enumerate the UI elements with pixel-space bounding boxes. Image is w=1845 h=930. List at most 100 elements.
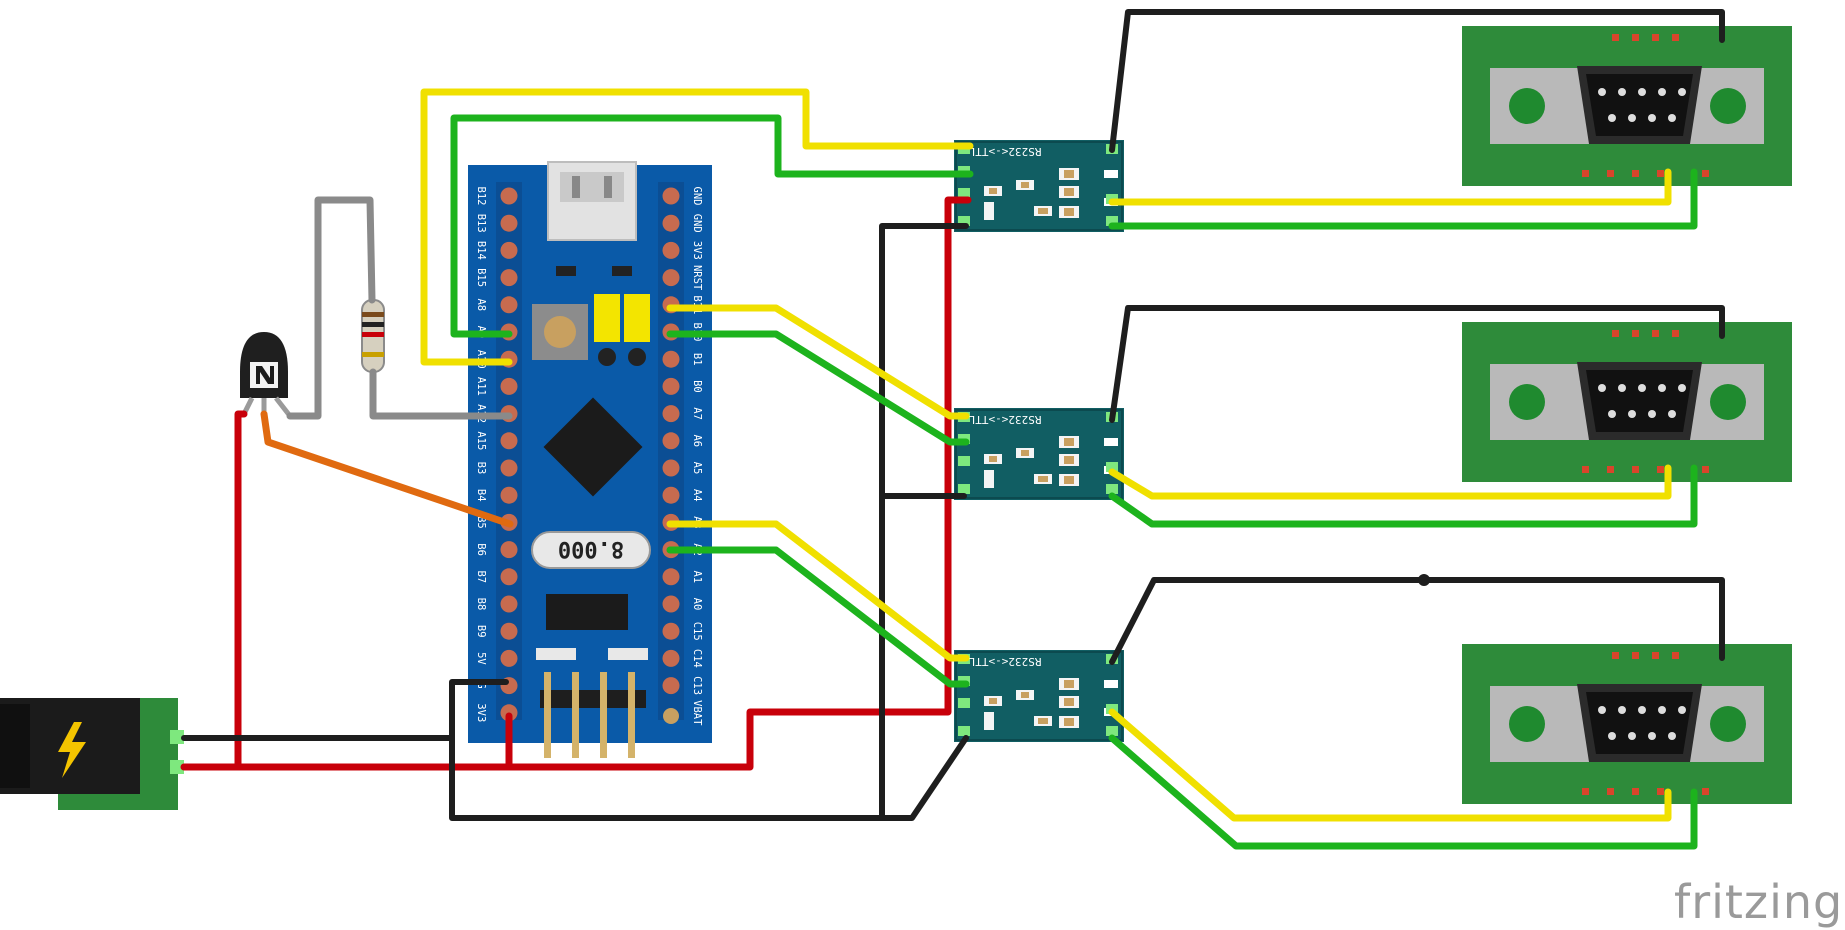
pin-left-label-14: B7 bbox=[475, 570, 487, 583]
power-jack-lightning-icon bbox=[58, 722, 86, 778]
wire-gray-resistor bbox=[286, 196, 376, 420]
wire-green-a2 bbox=[666, 546, 970, 688]
pin-left-label-7: A11 bbox=[475, 377, 487, 396]
pin-right-label-15: A0 bbox=[691, 598, 703, 611]
pin-left-dot-0 bbox=[500, 187, 518, 205]
pin-right-dot-11 bbox=[662, 486, 680, 504]
pin-right-label-7: B0 bbox=[691, 380, 703, 393]
pin-left-label-12: B5 bbox=[475, 516, 487, 529]
wire-red-power bbox=[180, 196, 972, 771]
wire-yellow-db9-1 bbox=[1108, 168, 1672, 206]
rs232-module-3: RS232<->TTL bbox=[953, 649, 1125, 743]
npn-transistor-icon bbox=[240, 332, 292, 418]
pin-right-label-14: A1 bbox=[691, 570, 703, 583]
wire-yellow-db9-2 bbox=[1108, 464, 1672, 500]
pin-left-label-2: B14 bbox=[475, 241, 487, 260]
pin-right-dot-7 bbox=[662, 377, 680, 395]
pin-right-label-6: B1 bbox=[691, 353, 703, 366]
db9-connector-2 bbox=[1462, 322, 1792, 482]
pin-right-label-1: GND bbox=[691, 214, 703, 233]
wire-black-ground bbox=[449, 735, 969, 821]
pin-left-label-3: B15 bbox=[475, 268, 487, 287]
wire-yellow-a3 bbox=[666, 520, 970, 662]
pin-left-dot-15 bbox=[500, 595, 518, 613]
wire-green-db9-2 bbox=[1108, 464, 1698, 528]
pin-left-dot-16 bbox=[500, 622, 518, 640]
rs232-module-1: RS232<->TTL bbox=[953, 139, 1125, 233]
pin-left-label-19: 3V3 bbox=[475, 703, 487, 722]
mcu-chip bbox=[543, 397, 643, 497]
pin-right-dot-6 bbox=[662, 350, 680, 368]
pin-right-dot-8 bbox=[662, 405, 680, 423]
pin-left-label-4: A8 bbox=[475, 298, 487, 311]
pin-left-dot-1 bbox=[500, 214, 518, 232]
wire-yellow-a10 bbox=[420, 88, 974, 366]
pin-right-dot-10 bbox=[662, 459, 680, 477]
pin-right-dot-15 bbox=[662, 595, 680, 613]
pin-right-label-10: A5 bbox=[691, 462, 703, 475]
pin-right-dot-1 bbox=[662, 214, 680, 232]
wire-yellow-b11 bbox=[666, 304, 970, 420]
pin-left-dot-2 bbox=[500, 241, 518, 259]
pin-right-label-9: A6 bbox=[691, 434, 703, 447]
pin-right-dot-17 bbox=[662, 649, 680, 667]
db9-connector-1 bbox=[1462, 26, 1792, 186]
pin-left-dot-9 bbox=[500, 432, 518, 450]
fritzing-watermark: fritzing bbox=[1674, 875, 1843, 929]
crystal: 8.000 bbox=[531, 531, 651, 569]
db9-connector-3 bbox=[1462, 644, 1792, 804]
reset-button-icon bbox=[532, 304, 588, 360]
wire-black-db9-3 bbox=[1109, 577, 1725, 665]
pin-left-dot-11 bbox=[500, 486, 518, 504]
pin-left-dot-7 bbox=[500, 377, 518, 395]
pin-left-dot-13 bbox=[500, 541, 518, 559]
pin-right-label-3: NRST bbox=[691, 265, 703, 291]
pin-left-label-1: B13 bbox=[475, 214, 487, 233]
pin-left-label-17: 5V bbox=[475, 652, 487, 665]
pin-left-dot-4 bbox=[500, 296, 518, 314]
pin-right-label-0: GND bbox=[691, 187, 703, 206]
wire-black-module-ground bbox=[879, 223, 969, 821]
pin-right-label-8: A7 bbox=[691, 407, 703, 420]
boot-jumpers bbox=[594, 294, 650, 366]
wire-yellow-db9-3 bbox=[1108, 708, 1672, 822]
wire-black-db9-2 bbox=[1109, 305, 1725, 423]
pin-left-label-9: A15 bbox=[475, 431, 487, 450]
wire-green-db9-1 bbox=[1108, 168, 1698, 230]
wire-black-db9-1 bbox=[1109, 9, 1725, 153]
resistor-icon bbox=[361, 299, 385, 373]
pin-right-label-17: C14 bbox=[691, 649, 703, 668]
pin-left-label-0: B12 bbox=[475, 187, 487, 206]
pin-right-dot-14 bbox=[662, 568, 680, 586]
wire-green-a9 bbox=[450, 114, 974, 338]
pin-right-label-18: C13 bbox=[691, 676, 703, 695]
pin-right-dot-16 bbox=[662, 622, 680, 640]
pin-right-label-2: 3V3 bbox=[691, 241, 703, 260]
wires bbox=[180, 9, 1725, 850]
pin-left-label-16: B9 bbox=[475, 625, 487, 638]
usb-port bbox=[547, 161, 637, 241]
swd-header bbox=[540, 672, 646, 758]
pin-left-dot-3 bbox=[500, 269, 518, 287]
wire-orange-b5 bbox=[260, 410, 514, 528]
pin-right-label-16: C15 bbox=[691, 622, 703, 641]
pin-right-dot-3 bbox=[662, 269, 680, 287]
pin-left-dot-10 bbox=[500, 459, 518, 477]
pin-right-label-19: VBAT bbox=[691, 700, 703, 726]
rs232-module-2: RS232<->TTL bbox=[953, 407, 1125, 501]
crystal-label: 8.000 bbox=[558, 536, 624, 561]
pin-left-label-15: B8 bbox=[475, 598, 487, 611]
pin-right-dot-9 bbox=[662, 432, 680, 450]
stm32-board: 8.000 B12B13B14B15A8A9A10A11A12A15B3B4B5… bbox=[468, 161, 712, 758]
pin-right-dot-0 bbox=[662, 187, 680, 205]
rs232-label-3: RS232<->TTL bbox=[968, 655, 1041, 668]
wire-green-b10 bbox=[666, 330, 970, 446]
pin-left-dot-14 bbox=[500, 568, 518, 586]
power-jack bbox=[0, 698, 184, 810]
rs232-label-2: RS232<->TTL bbox=[968, 413, 1041, 426]
pin-right-label-11: A4 bbox=[691, 489, 703, 502]
wire-gray-a12 bbox=[369, 368, 513, 420]
wire-red-transistor bbox=[234, 410, 248, 769]
pin-left-label-13: B6 bbox=[475, 543, 487, 556]
